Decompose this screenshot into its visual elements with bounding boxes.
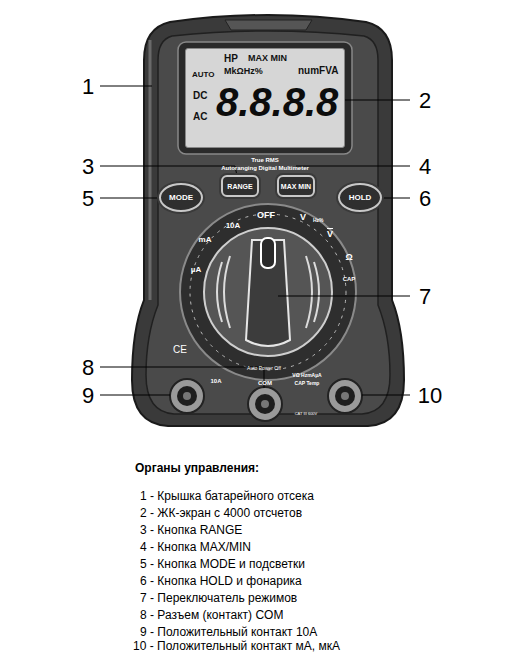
top-grip bbox=[225, 20, 312, 30]
dial-ring bbox=[180, 204, 356, 380]
device-text: True RMS bbox=[251, 157, 279, 163]
callout-number: 6 bbox=[419, 188, 431, 210]
dial-body bbox=[204, 228, 332, 356]
dial-mark: CAP bbox=[343, 276, 356, 282]
lcd-indicator: AC bbox=[193, 112, 207, 122]
jack-label: VΩ HzmAµA bbox=[292, 373, 321, 378]
jack-label: CAP Temp bbox=[295, 381, 320, 386]
lcd-indicator: MkΩHz% bbox=[224, 67, 263, 76]
rating-text: CAT III 600V bbox=[295, 412, 318, 416]
callout-number: 9 bbox=[82, 385, 94, 407]
list-item: 6 - Кнопка HOLD и фонарика bbox=[140, 575, 302, 587]
callout-number: 5 bbox=[82, 188, 94, 210]
callout-number: 2 bbox=[419, 90, 431, 112]
dial-mark: 10A bbox=[226, 222, 241, 230]
battery-cover-edge bbox=[149, 40, 152, 300]
list-item: 9 - Положительный контакт 10A bbox=[140, 626, 317, 638]
button-label: RANGE bbox=[227, 183, 252, 190]
list-item: 10 - Положительный контакт мА, мкА bbox=[133, 640, 340, 652]
list-item: 7 - Переключатель режимов bbox=[140, 592, 297, 604]
device-text: Auto Power Off bbox=[247, 366, 281, 371]
callout-number: 3 bbox=[82, 156, 94, 178]
dial-mark: OFF bbox=[257, 211, 275, 220]
dial-mark: V bbox=[327, 230, 333, 239]
dial-mark: mA bbox=[199, 236, 212, 244]
button-label: HOLD bbox=[349, 194, 372, 202]
mode-button: MODE bbox=[159, 183, 203, 212]
dial-mark: µA bbox=[191, 266, 201, 274]
lcd-indicator: HP bbox=[224, 54, 238, 64]
list-item: 8 - Разъем (контакт) COM bbox=[140, 609, 283, 621]
lcd-indicator: MAX MIN bbox=[248, 54, 287, 63]
dial-dash-ring bbox=[190, 214, 346, 370]
jack-10a bbox=[170, 379, 204, 413]
jack-label: 10A bbox=[210, 378, 221, 384]
dial-pointer bbox=[261, 238, 275, 268]
dial-mark: Ω bbox=[345, 253, 352, 262]
max-min-button: MAX MIN bbox=[277, 175, 315, 197]
device-text: Autoranging Digital Multimeter bbox=[221, 165, 309, 171]
lcd-screen: AUTO HP MAX MIN MkΩHz% numFVA DC AC 8.8.8.8 bbox=[185, 48, 345, 148]
button-label: MODE bbox=[169, 194, 193, 202]
list-item: 3 - Кнопка RANGE bbox=[140, 524, 242, 536]
callout-number: 7 bbox=[419, 286, 431, 308]
list-heading: Органы управления: bbox=[135, 462, 259, 474]
lcd-bezel bbox=[178, 42, 352, 154]
lcd-indicator: numFVA bbox=[298, 66, 338, 76]
lcd-digits: 8.8.8.8 bbox=[216, 82, 338, 122]
casing bbox=[132, 15, 404, 426]
dial-mark: Hz% bbox=[313, 218, 324, 223]
jack-ma bbox=[328, 379, 362, 413]
jack-com bbox=[248, 387, 282, 421]
button-label: MAX MIN bbox=[281, 183, 311, 190]
callout-number: 1 bbox=[82, 76, 94, 98]
list-item: 1 - Крышка батарейного отсека bbox=[140, 490, 314, 502]
lcd-indicator: DC bbox=[193, 91, 207, 101]
dial-mark: V bbox=[300, 213, 306, 222]
callout-number: 4 bbox=[419, 156, 431, 178]
hold-button: HOLD bbox=[338, 183, 382, 212]
list-item: 4 - Кнопка MAX/MIN bbox=[140, 541, 251, 553]
range-button: RANGE bbox=[221, 175, 259, 197]
ce-mark: CE bbox=[173, 345, 187, 355]
list-item: 5 - Кнопка MODE и подсветки bbox=[140, 558, 305, 570]
lcd-indicator: AUTO bbox=[192, 71, 215, 79]
callout-number: 10 bbox=[418, 385, 442, 407]
callout-number: 8 bbox=[82, 357, 94, 379]
list-item: 2 - ЖК-экран с 4000 отсчетов bbox=[140, 507, 302, 519]
jack-label: COM bbox=[258, 380, 272, 386]
front-face bbox=[146, 31, 390, 414]
